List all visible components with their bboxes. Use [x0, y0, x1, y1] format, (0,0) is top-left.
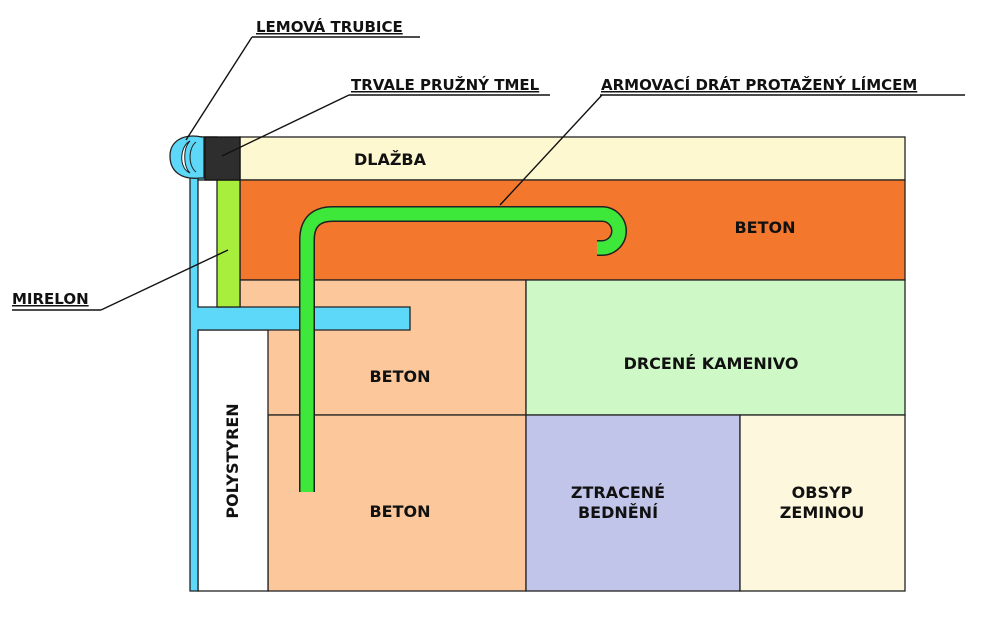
leader-tmel: [221, 94, 350, 157]
beton-middle-block: [239, 279, 527, 416]
label-ztracene-bedneni-2: BEDNĚNÍ: [578, 503, 658, 522]
label-beton-bottom: BETON: [369, 502, 430, 521]
label-armovaci-drat: ARMOVACÍ DRÁT PROTAŽENÝ LÍMCEM: [601, 75, 917, 94]
label-lemova-trubice: LEMOVÁ TRUBICE: [256, 17, 403, 36]
leader-mirelon: [100, 249, 229, 311]
beton-top-layer: [239, 179, 906, 281]
label-obsyp-zeminou-2: ZEMINOU: [780, 503, 864, 522]
label-trvale-pruzny-tmel: TRVALE PRUŽNÝ TMEL: [351, 75, 540, 94]
label-polystyren: POLYSTYREN: [223, 403, 242, 518]
label-ztracene-bedneni-1: ZTRACENÉ: [571, 483, 665, 502]
ztracene-bedneni-block: [525, 414, 741, 592]
label-beton-middle: BETON: [369, 367, 430, 386]
lemova-trubice-tube: [169, 135, 205, 179]
profile-strip: [189, 136, 411, 592]
dlazba-layer: [239, 136, 906, 181]
label-mirelon: MIRELON: [12, 290, 89, 308]
polystyren-block: [197, 329, 269, 592]
label-obsyp-zeminou-1: OBSYP: [792, 483, 853, 502]
leader-lemova-trubice: [185, 36, 253, 141]
drcene-kamenivo-block: [525, 279, 906, 416]
label-drcene-kamenivo: DRCENÉ KAMENIVO: [624, 354, 799, 373]
leader-armovaci-drat: [499, 94, 603, 206]
label-dlazba: DLAŽBA: [354, 150, 427, 169]
obsyp-zeminou-block: [739, 414, 906, 592]
mirelon-strip: [216, 179, 241, 308]
label-beton-top: BETON: [734, 218, 795, 237]
armovaci-drat: [299, 206, 627, 492]
tmel-block: [204, 136, 241, 181]
